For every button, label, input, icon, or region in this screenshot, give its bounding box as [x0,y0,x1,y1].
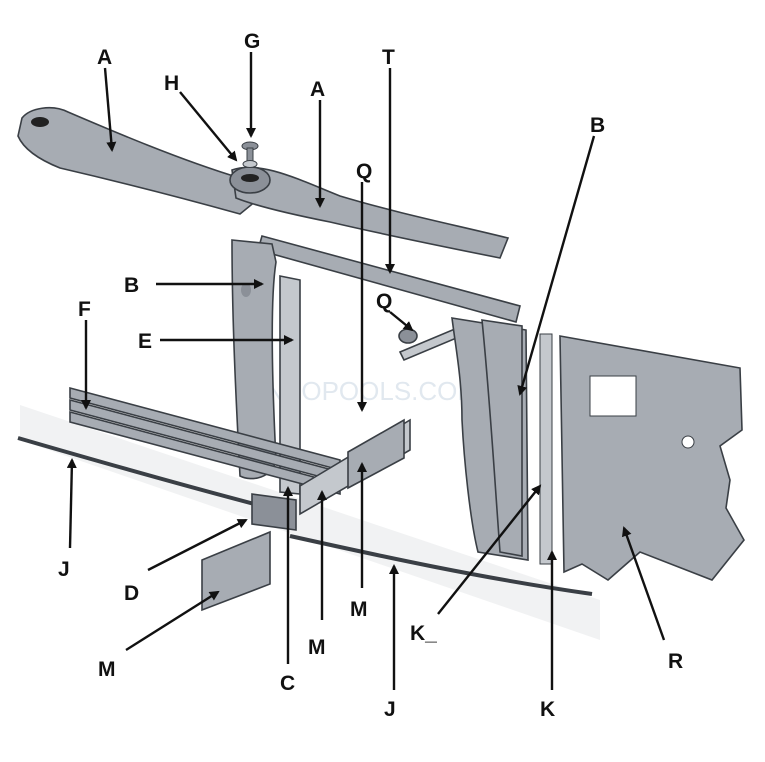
liner-hole [681,435,695,449]
upright-left [231,239,277,480]
label-b-left: B [124,274,139,297]
label-m-right: M [350,598,368,621]
wall-strips [69,386,341,496]
ground-band [20,405,600,640]
label-m-center: M [308,636,326,659]
label-f: F [78,298,91,321]
bottom-track-left [17,436,263,508]
label-q-clip: Q [376,290,392,313]
beam-block [347,418,405,490]
upright-left-hole [241,283,251,297]
bead-strip [539,333,553,565]
label-b-right: B [590,114,605,137]
top-rail-right [231,166,510,259]
label-j-left: J [58,558,70,581]
label-q-top: Q [356,160,372,183]
label-t: T [382,46,395,69]
beam-front [201,530,271,612]
label-g: G [244,30,260,53]
label-h: H [164,72,179,95]
label-r: R [668,650,683,673]
clip-q [398,328,418,344]
bottom-track-right [289,534,593,596]
label-c: C [280,672,295,695]
label-k-right: K [540,698,555,721]
label-e: E [138,330,152,353]
upright-right [481,319,523,557]
bottom-plate [251,493,297,531]
label-k-left: K_ [410,622,437,645]
rail-end-hole [31,117,49,127]
top-rail-left [17,106,264,215]
liner-cutout [589,375,637,417]
label-d: D [124,582,139,605]
label-a-left: A [97,46,112,69]
leader-lines [66,52,666,690]
label-m-left: M [98,658,116,681]
label-a-right: A [310,78,325,101]
cap-hole [241,174,259,182]
pool-liner [559,335,745,581]
screw-head [242,160,258,168]
label-j-right: J [384,698,396,721]
